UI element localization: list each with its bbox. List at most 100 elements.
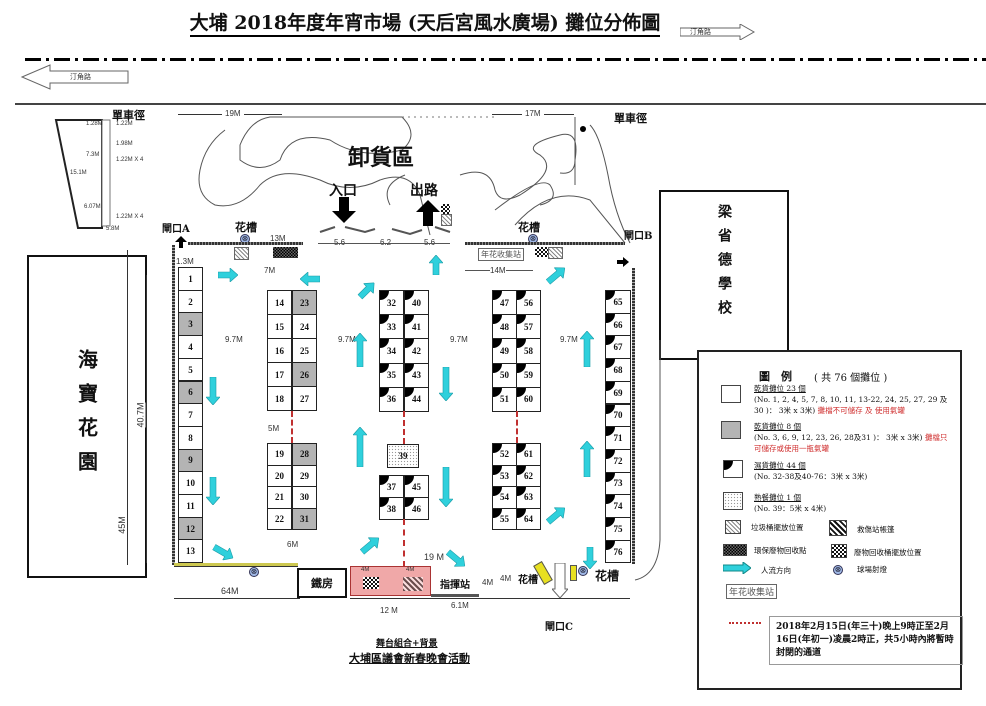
stall-53[interactable]: 53	[492, 464, 517, 488]
legend-panel: 圖 例 ( 共 76 個攤位 ) 乾貨攤位 23 個 (No. 1, 2, 4,…	[697, 350, 963, 690]
stall-59[interactable]: 59	[516, 362, 541, 388]
dimension-64m	[174, 598, 300, 599]
stall-28[interactable]: 28	[292, 443, 317, 466]
stall-69[interactable]: 69	[605, 380, 631, 405]
stall-34[interactable]: 34	[379, 338, 404, 364]
stall-50[interactable]: 50	[492, 362, 517, 388]
stall-17[interactable]: 17	[267, 362, 292, 387]
stall-35[interactable]: 35	[379, 362, 404, 388]
stall-56[interactable]: 56	[516, 290, 541, 316]
fence-left	[172, 245, 175, 565]
stall-36[interactable]: 36	[379, 386, 404, 412]
stall-64[interactable]: 64	[516, 507, 541, 531]
stall-49[interactable]: 49	[492, 338, 517, 364]
stall-23[interactable]: 23	[292, 290, 317, 315]
flow-arrow-icon	[300, 272, 320, 286]
gate-c-exit-arrow-icon	[550, 562, 570, 603]
stall-38[interactable]: 38	[379, 497, 404, 520]
unloading-area-outline	[198, 116, 631, 244]
flow-arrow-icon	[439, 367, 453, 401]
stall-9[interactable]: 9	[178, 448, 203, 473]
stall-58[interactable]: 58	[516, 338, 541, 364]
stall-29[interactable]: 29	[292, 464, 317, 488]
stall-30[interactable]: 30	[292, 486, 317, 509]
stall-20[interactable]: 20	[267, 464, 292, 488]
stall-12[interactable]: 12	[178, 516, 203, 541]
stall-76[interactable]: 76	[605, 539, 631, 564]
stall-1[interactable]: 1	[178, 267, 203, 291]
stall-21[interactable]: 21	[267, 486, 292, 509]
stall-2[interactable]: 2	[178, 289, 203, 314]
stall-3[interactable]: 3	[178, 312, 203, 337]
stall-4[interactable]: 4	[178, 335, 203, 359]
dry-gas-stall-head: 乾貨攤位 8 個	[754, 422, 802, 431]
stall-24[interactable]: 24	[292, 314, 317, 339]
closure-line	[403, 519, 405, 567]
stall-42[interactable]: 42	[404, 338, 429, 364]
stall-46[interactable]: 46	[404, 497, 429, 520]
stall-16[interactable]: 16	[267, 338, 292, 363]
stall-22[interactable]: 22	[267, 507, 292, 531]
planter-label: 花槽	[518, 575, 538, 586]
stall-75[interactable]: 75	[605, 517, 631, 541]
stall-40[interactable]: 40	[404, 290, 429, 316]
stall-11[interactable]: 11	[178, 494, 203, 518]
cooked-stall-detail: (No. 39：5米 x 4米)	[754, 504, 827, 513]
flow-arrow-icon	[445, 549, 466, 567]
flow-arrow-icon	[357, 282, 375, 300]
stall-55[interactable]: 55	[492, 507, 517, 531]
stall-13[interactable]: 13	[178, 539, 203, 564]
cooked-stall-swatch	[723, 492, 743, 510]
stall-62[interactable]: 62	[516, 464, 541, 488]
stall-33[interactable]: 33	[379, 314, 404, 340]
stall-72[interactable]: 72	[605, 448, 631, 473]
stall-44[interactable]: 44	[404, 386, 429, 412]
stall-18[interactable]: 18	[267, 386, 292, 411]
stall-70[interactable]: 70	[605, 403, 631, 428]
court-floodlight-icon: ⊗	[578, 566, 588, 576]
stall-63[interactable]: 63	[516, 486, 541, 509]
stall-5[interactable]: 5	[178, 357, 203, 382]
stall-10[interactable]: 10	[178, 471, 203, 495]
stall-73[interactable]: 73	[605, 471, 631, 496]
stall-25[interactable]: 25	[292, 338, 317, 363]
stall-8[interactable]: 8	[178, 425, 203, 450]
stall-74[interactable]: 74	[605, 494, 631, 518]
stall-67[interactable]: 67	[605, 335, 631, 360]
stall-6[interactable]: 6	[178, 380, 203, 405]
stall-39[interactable]: 39	[387, 444, 419, 468]
stall-52[interactable]: 52	[492, 443, 517, 466]
legend-title: 圖 例	[759, 370, 792, 383]
stall-57[interactable]: 57	[516, 314, 541, 340]
dry-stall-detail: (No. 1, 2, 4, 5, 7, 8, 10, 11, 13-22, 24…	[754, 395, 948, 415]
planter-label: 花槽	[518, 221, 540, 234]
stall-19[interactable]: 19	[267, 443, 292, 466]
dry-stall-swatch	[721, 385, 741, 403]
first-aid-tent-swatch	[829, 520, 847, 536]
wet-stall-swatch	[723, 460, 743, 478]
stall-14[interactable]: 14	[267, 290, 292, 315]
stall-37[interactable]: 37	[379, 475, 404, 498]
stall-43[interactable]: 43	[404, 362, 429, 388]
stall-65[interactable]: 65	[605, 290, 631, 314]
stall-66[interactable]: 66	[605, 312, 631, 337]
stall-7[interactable]: 7	[178, 403, 203, 427]
stall-31[interactable]: 31	[292, 507, 317, 531]
kiosk-structure	[52, 118, 112, 230]
stall-60[interactable]: 60	[516, 386, 541, 412]
stall-48[interactable]: 48	[492, 314, 517, 340]
stall-54[interactable]: 54	[492, 486, 517, 509]
stall-47[interactable]: 47	[492, 290, 517, 316]
stall-71[interactable]: 71	[605, 426, 631, 450]
stall-45[interactable]: 45	[404, 475, 429, 498]
stall-27[interactable]: 27	[292, 386, 317, 411]
stall-32[interactable]: 32	[379, 290, 404, 316]
stall-26[interactable]: 26	[292, 362, 317, 387]
stall-61[interactable]: 61	[516, 443, 541, 466]
trash-bin-swatch	[725, 520, 741, 534]
stall-68[interactable]: 68	[605, 358, 631, 382]
stall-41[interactable]: 41	[404, 314, 429, 340]
planter-yellow	[570, 565, 577, 581]
stall-15[interactable]: 15	[267, 314, 292, 339]
stall-51[interactable]: 51	[492, 386, 517, 412]
